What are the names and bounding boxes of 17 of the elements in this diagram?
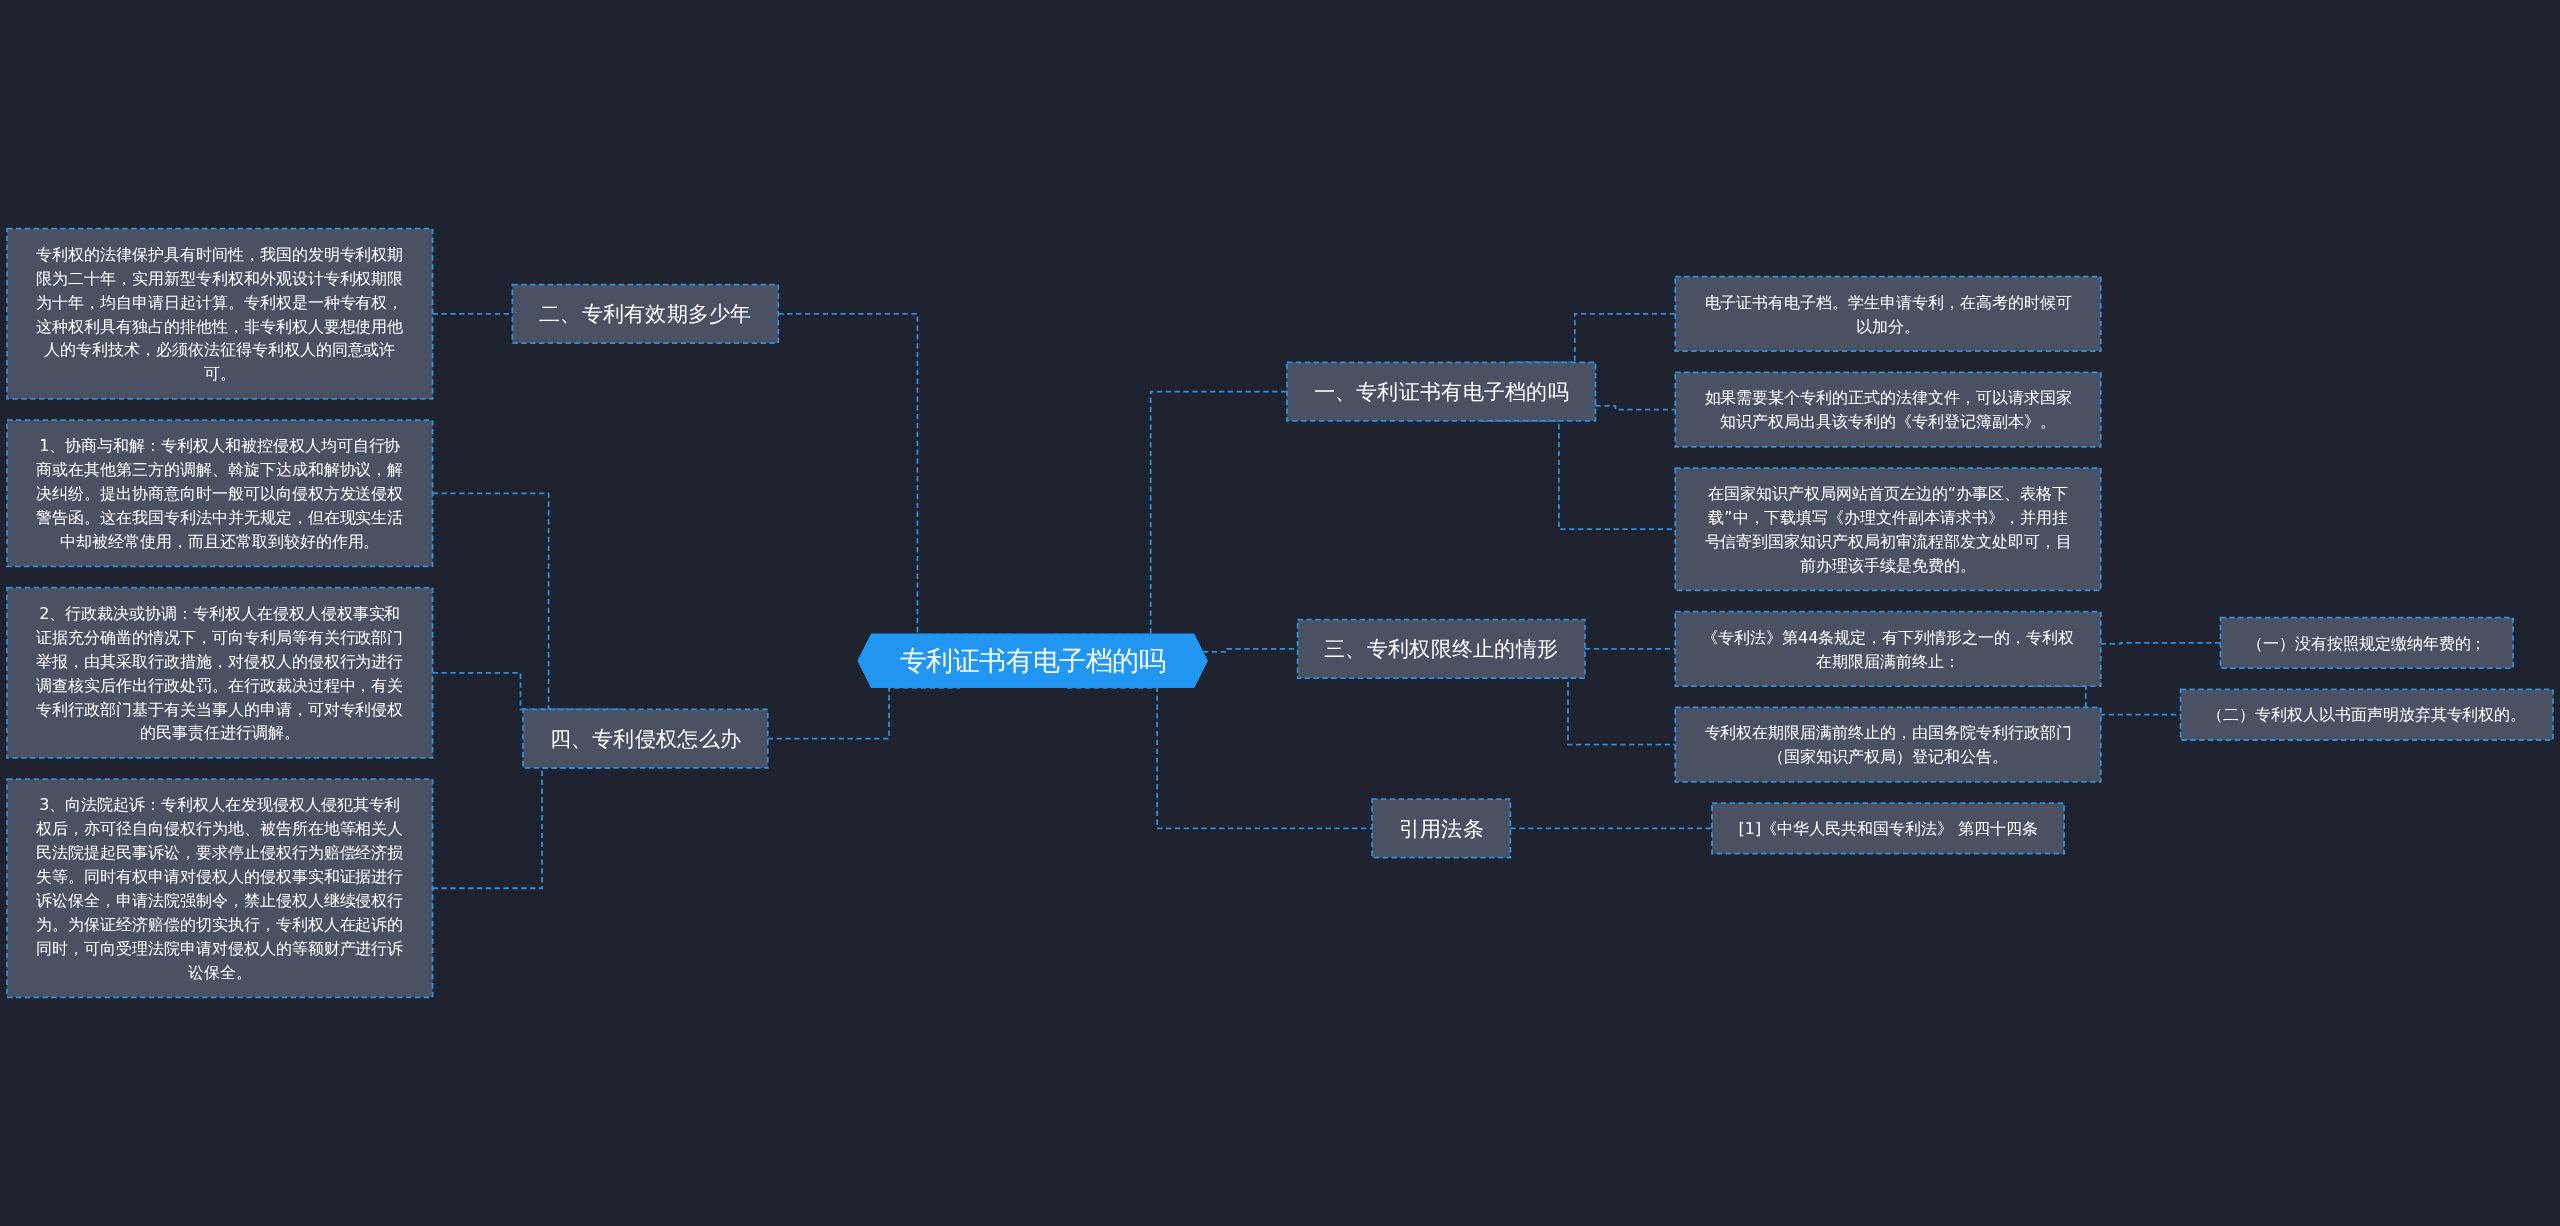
node-box: 四、专利侵权怎么办: [522, 708, 769, 769]
node-box: 一、专利证书有电子档的吗: [1286, 361, 1597, 422]
node-box: 二、专利有效期多少年: [511, 283, 780, 344]
node-box: 3、向法院起诉：专利权人在发现侵权人侵犯其专利权后，亦可径自向侵权行为地、被告所在地等相关人民法院提起民事诉讼，要求停止侵权行为赔偿经济损失等。同时有权申请对侵权人的侵权事实和证据进行诉讼保全，申请法院强制令，禁止侵权人继续侵权行为。为保证经济赔偿的切实执行，专利权人在起诉的同时，可向受理法院申请对侵权人的等额财产进行诉讼保全。: [6, 778, 434, 999]
node-box: 1、协商与和解：专利权人和被控侵权人均可自行协商或在其他第三方的调解、斡旋下达成和解协议，解决纠纷。提出协商意向时一般可以向侵权方发送侵权警告函。这在我国专利法中并无规定，但在现实生活中却被经常使用，而且还常取到较好的作用。: [6, 419, 434, 568]
node-box: 在国家知识产权局网站首页左边的“办事区、表格下载”中，下载填写《办理文件副本请求书》，并用挂号信寄到国家知识产权局初审流程部发文处即可，目前办理该手续是免费的。: [1674, 467, 2102, 592]
node-box: [1]《中华人民共和国专利法》 第四十四条: [1711, 802, 2065, 855]
node-box: 引用法条: [1371, 798, 1512, 859]
node-box: （一）没有按照规定缴纳年费的；: [2219, 616, 2514, 670]
node-box: 2、行政裁决或协调：专利权人在侵权人侵权事实和证据充分确凿的情况下，可向专利局等有关行政部门举报，由其采取行政措施，对侵权人的侵权行为进行调查核实后作出行政处罚。在行政裁决过程中，有关专利行政部门基于有关当事人的申请，可对专利侵权的民事责任进行调解。: [6, 586, 434, 759]
node-box: 电子证书有电子档。学生申请专利，在高考的时候可以加分。: [1674, 275, 2102, 352]
node-box: 专利权在期限届满前终止的，由国务院专利行政部门（国家知识产权局）登记和公告。: [1674, 706, 2102, 783]
node-box: （二）专利权人以书面声明放弃其专利权的。: [2179, 688, 2554, 741]
node-box: 专利权的法律保护具有时间性，我国的发明专利权期限为二十年，实用新型专利权和外观设计专利权期限为十年，均自申请日起计算。专利权是一种专有权，这种权利具有独占的排他性，非专利权人要想使用他人的专利技术，必须依法征得专利权人的同意或许可。: [6, 227, 434, 400]
node-box: 三、专利权限终止的情形: [1296, 618, 1586, 680]
node-box: 如果需要某个专利的正式的法律文件，可以请求国家知识产权局出具该专利的《专利登记簿副本》。: [1674, 371, 2102, 448]
node-box: 《专利法》第44条规定，有下列情形之一的，专利权在期限届满前终止：: [1674, 610, 2102, 688]
